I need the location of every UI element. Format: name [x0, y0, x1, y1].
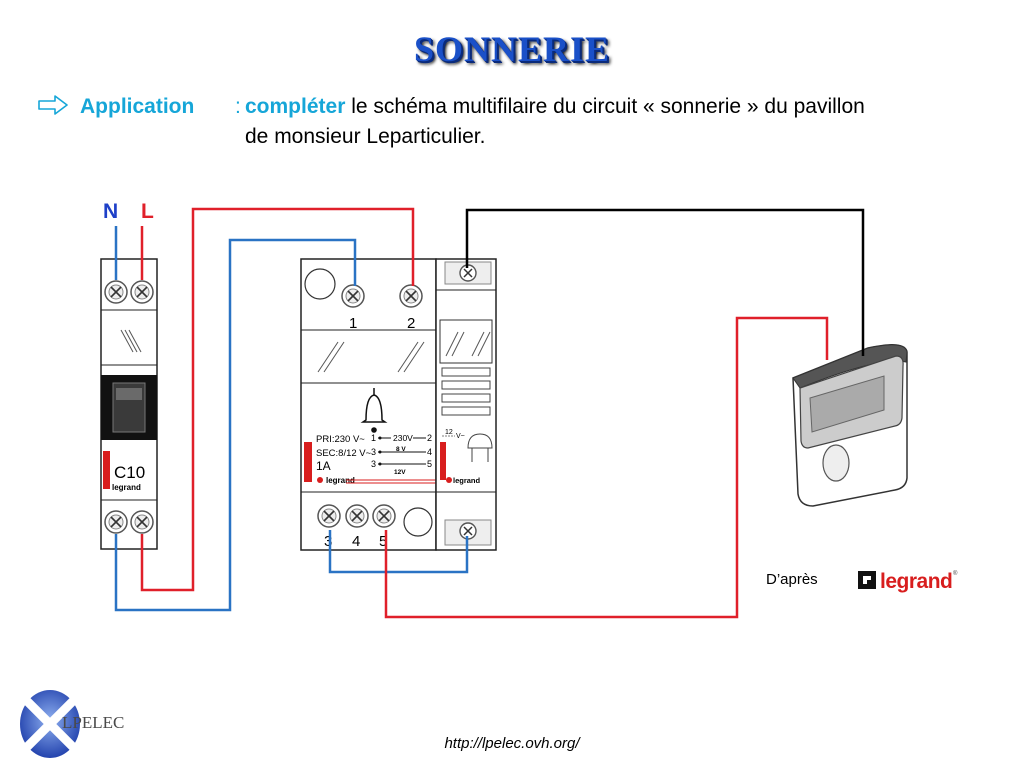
circuit-breaker: C10 legrand — [100, 258, 158, 550]
transformer-screw-1 — [341, 284, 365, 308]
breaker-red-tab — [103, 451, 110, 489]
terminal-1-label: 1 — [349, 315, 357, 332]
transformer-red-tab — [304, 442, 312, 482]
transformer-brand: legrand — [326, 476, 355, 485]
map-label-3b: 3 — [371, 459, 376, 469]
transformer-screw-2 — [399, 284, 423, 308]
wire-neutral-to-transformer — [114, 238, 357, 612]
lpelec-logo: LPELEC — [20, 690, 124, 758]
application-colon: : — [235, 95, 241, 118]
neutral-label: N — [103, 200, 118, 223]
breaker-screw-n-bottom — [104, 510, 128, 534]
slide-title: SONNERIE — [413, 29, 611, 69]
map-label-5: 5 — [427, 459, 432, 469]
map-label-3a: 3 — [371, 447, 376, 457]
breaker-screw-l-bottom — [130, 510, 154, 534]
map-label-1: 1 — [371, 433, 376, 443]
push-button-icon — [467, 433, 493, 462]
button-red-tab — [440, 442, 446, 480]
wire-secondary-to-bell — [384, 316, 829, 619]
instruction-line1: le schéma multifilaire du circuit « sonn… — [351, 95, 865, 118]
phase-label: L — [141, 200, 154, 223]
application-label: Application — [80, 95, 195, 118]
map-label-4: 4 — [427, 447, 432, 457]
door-bell — [792, 344, 908, 507]
button-voltage-unit: V~ — [456, 433, 465, 440]
credit-text: D’après — [766, 571, 818, 588]
terminal-3-label: 3 — [324, 533, 332, 550]
wires — [114, 207, 865, 619]
arrow-right-icon — [38, 95, 68, 115]
map-label-2: 2 — [427, 433, 432, 443]
legrand-wordmark: legrand — [880, 570, 952, 593]
instruction-text: compléter le schéma multifilaire du circ… — [245, 92, 1005, 152]
instruction-verb: compléter — [245, 95, 346, 118]
volt-8-label: 8 V — [396, 446, 406, 453]
transformer-primary: PRI:230 V~ — [316, 434, 365, 445]
wire-phase-to-transformer — [140, 207, 415, 592]
volt-230-label: 230V — [393, 433, 413, 443]
lpelec-wordmark: LPELEC — [62, 713, 124, 732]
volt-12-label: 12V — [394, 469, 406, 476]
instruction-line2: de monsieur Leparticulier. — [245, 125, 486, 148]
terminal-2-label: 2 — [407, 315, 415, 332]
bell-transformer: 1 2 PRI:230 V~ SEC:8/12 V~ 1A 1 2 3 4 3 … — [300, 258, 437, 551]
transformer-screw-4 — [345, 504, 369, 528]
breaker-screw-n-top — [104, 280, 128, 304]
push-button-module: 12 V~ legrand — [435, 258, 497, 551]
wire-button-to-bell — [465, 208, 865, 356]
breaker-brand: legrand — [112, 483, 141, 492]
transformer-screw-3 — [317, 504, 341, 528]
button-brand: legrand — [453, 476, 481, 485]
terminal-5-label: 5 — [379, 533, 387, 550]
bell-icon — [360, 388, 388, 433]
button-voltage: 12 — [445, 429, 453, 436]
transformer-screw-5 — [372, 504, 396, 528]
terminal-4-label: 4 — [352, 533, 360, 550]
breaker-rating: C10 — [114, 463, 145, 482]
wire-secondary-to-button — [328, 530, 469, 574]
breaker-screw-l-top — [130, 280, 154, 304]
legrand-logo: legrand ® — [858, 570, 958, 593]
svg-text:®: ® — [953, 570, 958, 577]
transformer-secondary: SEC:8/12 V~ — [316, 448, 372, 459]
transformer-current: 1A — [316, 459, 331, 473]
source-url[interactable]: http://lpelec.ovh.org/ — [444, 735, 580, 752]
